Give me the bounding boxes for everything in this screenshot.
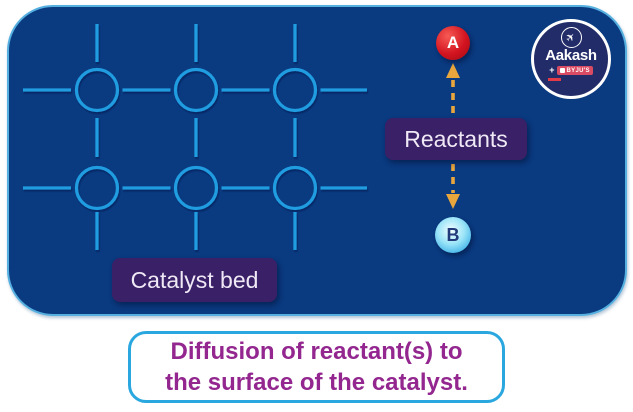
plane-ring-icon: ✈	[560, 27, 582, 48]
byjus-badge-text: BYJU'S	[566, 67, 590, 74]
catalyst-bed-label: Catalyst bed	[130, 266, 259, 293]
logo-brand-text: Aakash	[545, 47, 597, 64]
caption-box: Diffusion of reactant(s) to the surface …	[128, 331, 505, 403]
reactant-b-molecule: B	[435, 217, 471, 253]
reactants-label: Reactants	[404, 125, 508, 152]
caption-line-1: Diffusion of reactant(s) to	[170, 338, 463, 365]
logo-byjus-row: + BYJU'S	[549, 66, 593, 75]
logo-plus-sign: +	[549, 65, 555, 75]
plane-icon: ✈	[563, 29, 579, 46]
byjus-badge: BYJU'S	[556, 66, 593, 75]
byjus-square-icon	[559, 68, 565, 73]
reactant-a-label: A	[446, 33, 460, 52]
aakash-byjus-logo: ✈ Aakash + BYJU'S	[531, 19, 611, 99]
caption-line-2: the surface of the catalyst.	[165, 369, 468, 396]
reactant-a-molecule: A	[436, 26, 470, 60]
reactant-b-label: B	[446, 224, 460, 245]
catalyst-diagram-panel	[7, 5, 627, 316]
catalyst-bed-label-box: Catalyst bed	[112, 258, 277, 302]
reactants-label-box: Reactants	[385, 118, 527, 160]
logo-red-accent	[548, 78, 561, 81]
